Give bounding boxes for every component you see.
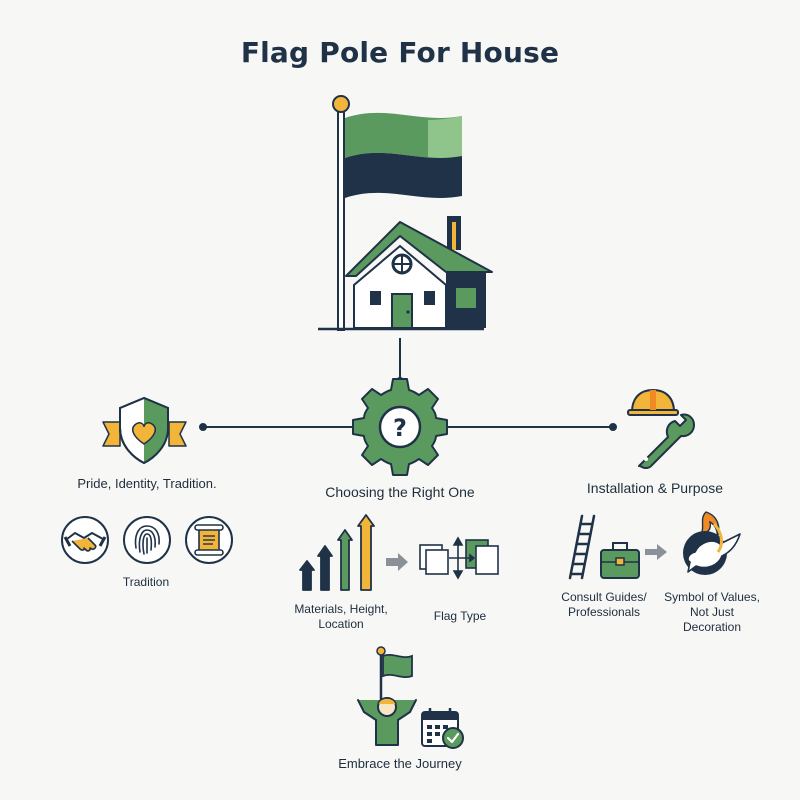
choosing-heading: Choosing the Right One — [325, 484, 475, 500]
journey-caption: Embrace the Journey — [338, 756, 462, 771]
flag-type-icon — [419, 536, 499, 580]
tradition-caption: Tradition — [122, 575, 170, 589]
growth-bars-icon — [299, 514, 375, 591]
ladder-icon — [568, 514, 596, 580]
house-icon — [318, 216, 493, 331]
dove-flame-icon — [683, 511, 741, 575]
pride-heading: Pride, Identity, Tradition. — [77, 476, 217, 491]
page-title: Flag Pole For House — [240, 36, 560, 69]
fingerprint-icon — [123, 516, 171, 564]
wrench-icon — [637, 413, 695, 470]
arrow-right-icon — [645, 544, 667, 560]
flag-type-caption: Flag Type — [433, 609, 487, 623]
installation-heading: Installation & Purpose — [586, 480, 724, 496]
handshake-icon — [61, 516, 109, 564]
arrow-right-icon — [386, 553, 408, 571]
consult-caption: Consult Guides/ Professionals — [561, 590, 647, 619]
connector-dot — [609, 423, 617, 431]
symbol-caption: Symbol of Values, Not Just Decoration — [664, 590, 760, 634]
connector-dot — [199, 423, 207, 431]
calendar-check-icon — [421, 708, 464, 749]
hard-hat-icon — [627, 388, 679, 416]
svg-text:?: ? — [393, 414, 407, 442]
question-gear-icon: ? — [352, 378, 448, 476]
scroll-icon — [185, 516, 233, 564]
shield-heart-icon — [102, 396, 187, 465]
materials-caption: Materials, Height, Location — [294, 602, 388, 631]
toolbox-icon — [600, 542, 640, 579]
person-with-flag-icon — [357, 646, 417, 746]
waving-flag-icon — [345, 112, 462, 198]
